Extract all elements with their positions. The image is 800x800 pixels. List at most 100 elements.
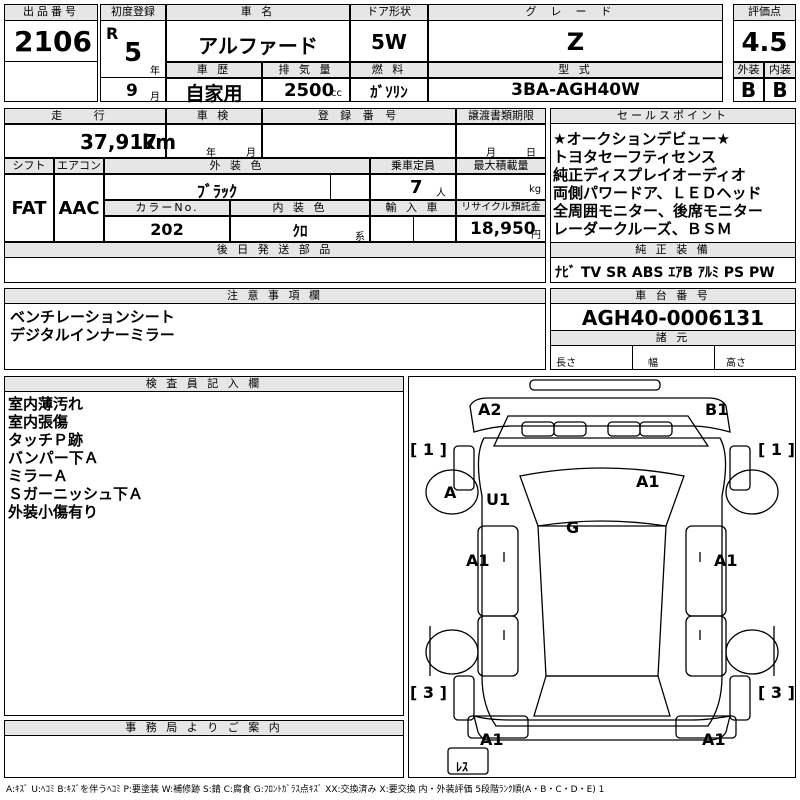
- first-reg-label: 初度登録: [100, 4, 166, 21]
- damage-mark: A1: [480, 730, 504, 749]
- color-no-label: カラーNo.: [104, 200, 230, 216]
- color-cell: [104, 174, 370, 200]
- damage-mark: A1: [714, 551, 738, 570]
- car-name: アルファード: [198, 34, 318, 58]
- door-type: 5W: [371, 30, 407, 54]
- inspector-line: 室内薄汚れ: [8, 395, 84, 413]
- int-color-label: 内 装 色: [230, 200, 370, 216]
- inspection-cell: [166, 124, 262, 158]
- color-number: 202: [150, 220, 184, 239]
- model-label: 型 式: [428, 62, 723, 78]
- damage-diagram-box: [408, 376, 796, 778]
- tire-value: 1: [422, 440, 435, 459]
- equipment-item: TV: [580, 265, 602, 281]
- ac-cell: [54, 174, 104, 242]
- displacement-cell: [262, 78, 350, 102]
- sales-line: トヨタセーフティセンス: [553, 148, 716, 166]
- equipment-item: SR: [606, 265, 628, 281]
- load-unit: kg: [529, 184, 542, 195]
- year-unit: 年: [150, 66, 160, 77]
- reg-divider: [100, 77, 166, 78]
- recycle-cell: [456, 216, 546, 242]
- transfer-month: 月: [486, 148, 496, 159]
- chassis-label: 車 台 番 号: [550, 288, 796, 304]
- sales-line: レーダークルーズ、ＢＳＭ: [553, 220, 732, 238]
- equipment-item: ABS: [631, 265, 664, 281]
- width-label: 幅: [648, 358, 658, 369]
- inspector-line: バンパー下Ａ: [8, 449, 99, 467]
- sales-line: 純正ディスプレイオーディオ: [553, 166, 746, 184]
- grade-label: グレード: [428, 4, 723, 21]
- int-color-unit: 系: [355, 232, 365, 243]
- month-unit: 月: [150, 92, 160, 103]
- color-no-cell: [104, 216, 230, 242]
- recycle-label: リサイクル預託金: [456, 200, 546, 216]
- transfer-day: 日: [526, 148, 536, 159]
- tire-value: 3: [770, 683, 783, 702]
- length-label: 長さ: [556, 358, 576, 369]
- office-label: 事 務 局 よ り ご 案 内: [4, 720, 404, 736]
- reg-month: 9: [126, 81, 138, 101]
- capacity-cell: [370, 174, 456, 200]
- recycle-amount: 18,950: [470, 219, 536, 239]
- history-label: 車 歴: [166, 62, 262, 78]
- import-divider: [413, 216, 414, 242]
- lot-number: 2106: [14, 25, 92, 58]
- recycle-unit: 円: [531, 230, 541, 241]
- chassis-number: AGH40-0006131: [581, 306, 765, 330]
- history-cell: [166, 78, 262, 102]
- color-label: 外 装 色: [104, 158, 370, 174]
- equipment-item: ｱﾙﾐ: [697, 265, 719, 281]
- tire-value: 1: [770, 440, 783, 459]
- reg-year: 5: [124, 38, 143, 68]
- spec-divider-1: [632, 346, 633, 370]
- inspector-label: 検 査 員 記 入 欄: [4, 376, 404, 392]
- equipment-label: 純 正 装 備: [550, 242, 796, 258]
- spec-divider-2: [714, 346, 715, 370]
- later-parts-label: 後 日 発 送 部 品: [4, 242, 546, 258]
- registration-label: 登 録 番 号: [262, 108, 456, 124]
- model-code: 3BA-AGH40W: [511, 80, 640, 100]
- tire-right-rear: [ 3 ]: [758, 683, 795, 702]
- notes-line: デジタルインナーミラー: [10, 326, 175, 344]
- transfer-cell: [456, 124, 546, 158]
- legend: A:ｷｽﾞ U:ﾍｺﾐ B:ｷｽﾞを伴うﾍｺﾐ P:要塗装 W:補修跡 S:錆 …: [6, 785, 605, 795]
- score-label: 評価点: [733, 4, 796, 21]
- equipment-item: PS: [723, 265, 745, 281]
- equipment-item: PW: [749, 265, 775, 281]
- sales-label: セールスポイント: [550, 108, 796, 124]
- sales-line: ★オークションデビュー★: [553, 130, 730, 148]
- load-label: 最大積載量: [456, 158, 546, 174]
- damage-mark: U1: [486, 490, 511, 509]
- car-diagram: [425, 379, 779, 775]
- tire-left-front: [ 1 ]: [410, 440, 447, 459]
- import-label: 輸 入 車: [370, 200, 456, 216]
- damage-mark: A2: [478, 400, 502, 419]
- inspector-line: タッチＰ跡: [8, 431, 84, 449]
- damage-mark: B1: [705, 400, 729, 419]
- inspector-line: 外装小傷有り: [8, 503, 99, 521]
- load-cell: [456, 174, 546, 200]
- shift-cell: [4, 174, 54, 242]
- damage-mark: A1: [702, 730, 726, 749]
- capacity: 7: [410, 177, 423, 198]
- history: 自家用: [185, 83, 243, 105]
- capacity-unit: 人: [436, 188, 446, 199]
- car-name-label: 車 名: [166, 4, 350, 21]
- notes-label: 注 意 事 項 欄: [4, 288, 546, 304]
- tire-right-front: [ 1 ]: [758, 440, 795, 459]
- inspector-line: ミラーＡ: [8, 467, 69, 485]
- interior-cell: [764, 78, 796, 102]
- interior-grade: B: [772, 78, 788, 102]
- int-color-cell: [230, 216, 370, 242]
- registration-cell: [262, 124, 456, 158]
- sales-line: 両側パワードア、ＬＥＤヘッド: [553, 184, 762, 202]
- interior-color: ｸﾛ: [292, 222, 308, 240]
- exterior-label: 外装: [733, 62, 764, 78]
- shift: FAT: [11, 198, 47, 219]
- interior-label: 内装: [764, 62, 796, 78]
- height-label: 高さ: [726, 358, 746, 369]
- exterior-grade: B: [740, 78, 757, 102]
- tire-value: 3: [422, 683, 435, 702]
- lot-divider: [4, 61, 98, 62]
